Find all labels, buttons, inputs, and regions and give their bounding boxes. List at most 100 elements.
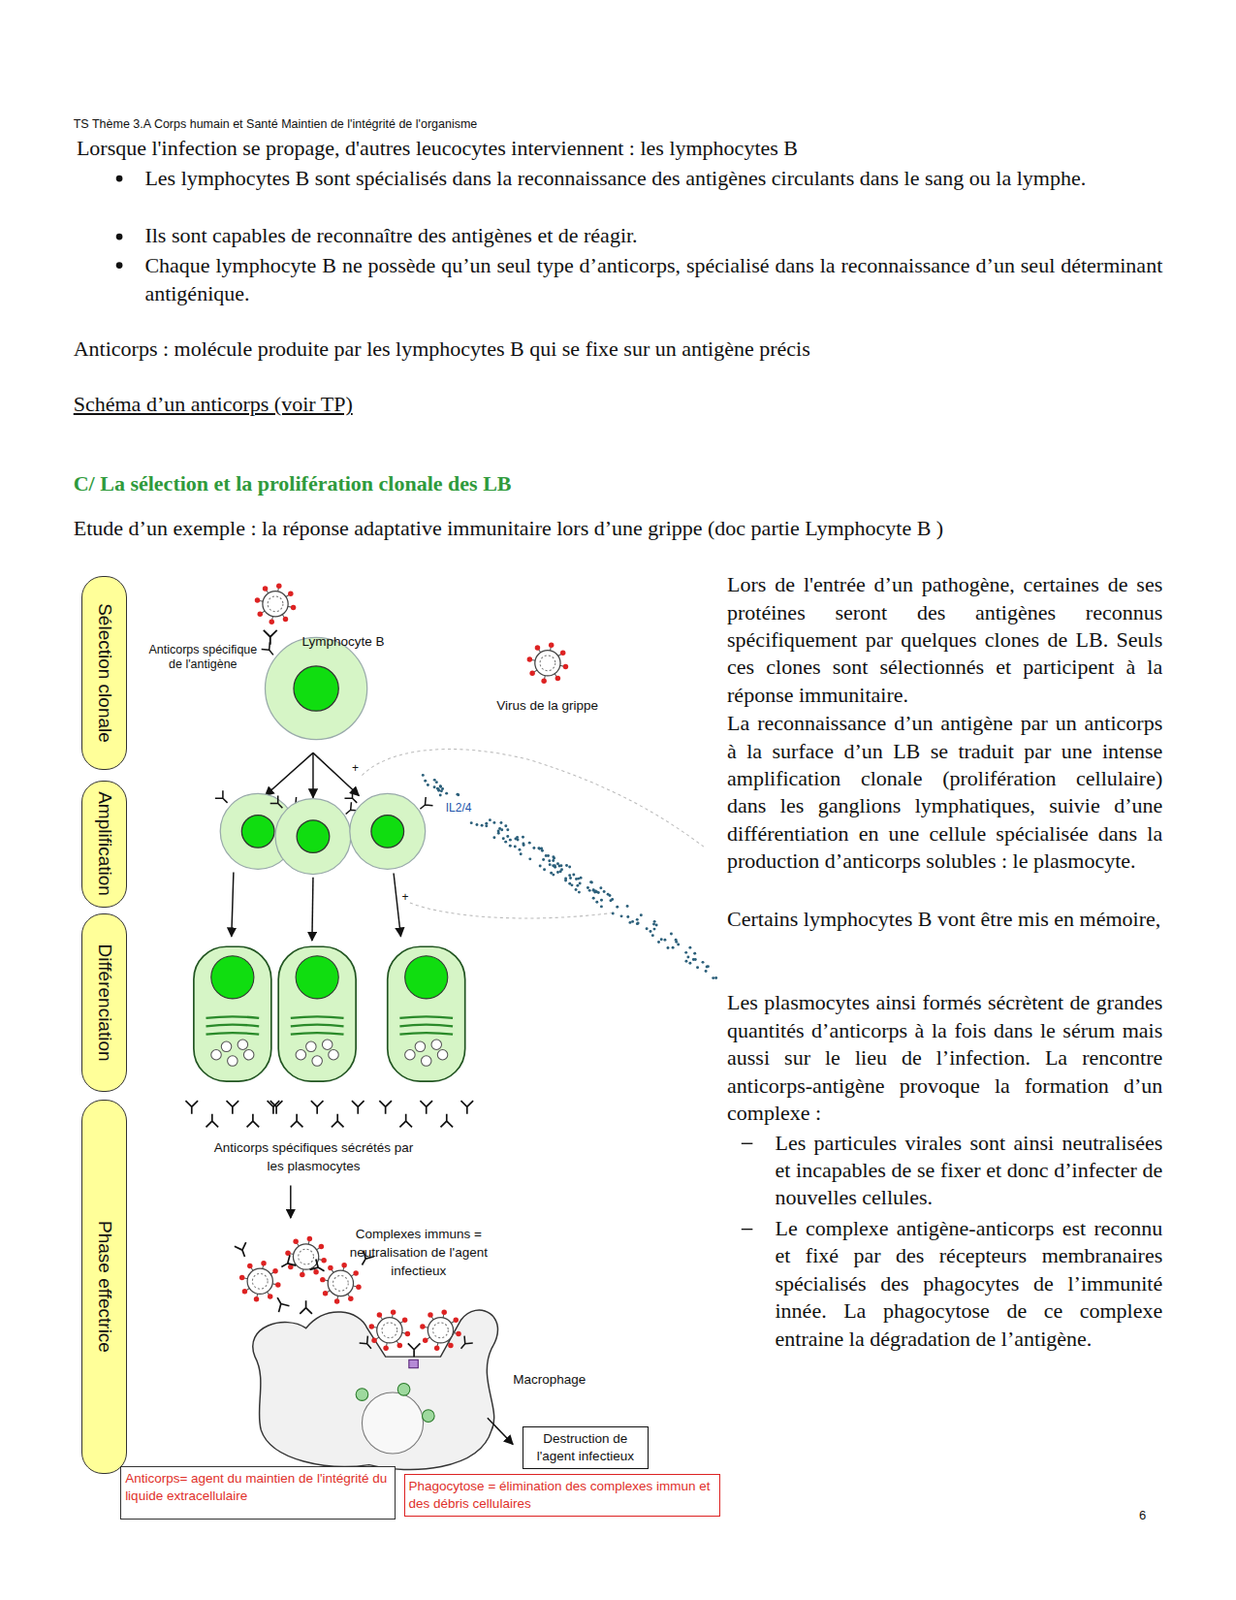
arrow [312, 877, 314, 941]
phase-band: Amplification [81, 780, 127, 908]
reticulum [290, 1032, 345, 1035]
cytokine-dot [574, 877, 578, 881]
arrow [487, 1417, 513, 1444]
phase-name: Différenciation [94, 943, 116, 1061]
cytokine-dot [571, 872, 575, 876]
cytokine-dot [497, 828, 501, 832]
cytokine-dot [686, 954, 690, 958]
cytokine-dot [444, 792, 448, 795]
figure-label: Anticorps spécifique de l'antigène [142, 642, 263, 672]
vesicle [420, 1055, 432, 1067]
antibody [440, 1113, 453, 1128]
antibody [331, 1113, 345, 1128]
antibody [310, 1258, 328, 1276]
cytokine-dot [522, 843, 526, 847]
cytokine-dot [589, 880, 593, 884]
cytokine-dot [592, 896, 596, 900]
cytokine-dot [657, 940, 661, 944]
cytokine-dot [480, 824, 484, 827]
cytokine-dot [701, 960, 705, 964]
cytokine-dot [504, 824, 508, 827]
bullet [116, 233, 124, 241]
antibody [270, 1100, 284, 1114]
nucleus [405, 955, 448, 999]
cytokine-dot [694, 957, 698, 961]
paragraph: Les plasmocytes ainsi formés sécrètent d… [727, 988, 1163, 1127]
antibody [278, 1254, 296, 1272]
phase-name: Sélection clonale [94, 602, 116, 743]
cytokine-dot [455, 792, 459, 796]
cytokine-dot [635, 921, 639, 925]
cytokine-dot [600, 904, 603, 908]
cytokine-dot [579, 876, 583, 880]
virus [254, 582, 297, 625]
virus [239, 1260, 282, 1302]
reticulum [399, 1032, 453, 1035]
vesicle [243, 1048, 254, 1060]
cytokine-dot [651, 933, 655, 937]
nucleus [361, 1392, 423, 1454]
cytokine-dot [439, 784, 443, 788]
vesicle [237, 1039, 249, 1050]
vesicle [312, 1055, 323, 1067]
cytokine-dot [549, 871, 553, 875]
antibody [344, 790, 361, 807]
arrow [312, 752, 314, 797]
virus [527, 641, 570, 684]
cytokine-dot [435, 780, 439, 784]
cytokine-dot [609, 898, 613, 902]
cytokine-dot [433, 785, 437, 789]
cytokine-dot [652, 922, 656, 926]
bullet [116, 261, 124, 269]
antibody [460, 1100, 474, 1114]
cytokine-dot [655, 923, 659, 927]
cytokine-dot [714, 976, 718, 980]
vesicle [221, 1041, 232, 1052]
cytokine-dot [548, 862, 552, 866]
virus [285, 1236, 327, 1278]
vesicle [211, 1048, 222, 1060]
lymphocyte [265, 636, 368, 739]
phagosome [397, 1382, 411, 1395]
cytokine-dot [484, 824, 488, 827]
cytokine-dot [626, 915, 630, 919]
cytokine-dot [539, 846, 543, 850]
cytokine-dot [636, 920, 640, 924]
cytokine-dot [631, 919, 634, 923]
cytokine-dot [475, 823, 478, 826]
cytokine-dot [568, 882, 571, 886]
cytokine-dot [546, 854, 550, 857]
cytokine-dot [488, 818, 492, 822]
cytokine-dot [506, 827, 509, 831]
plasmocyte [387, 946, 466, 1081]
cytokine-dot [568, 865, 571, 869]
cytokine-dot [516, 837, 520, 841]
reticulum [290, 1015, 345, 1018]
antibody [272, 1294, 290, 1312]
note-box: Anticorps= agent du maintien de l'intégr… [120, 1465, 396, 1521]
antibody [311, 1100, 324, 1114]
figure-label: Anticorps spécifiques sécrétés par les p… [203, 1138, 423, 1175]
cytokine-dot [513, 845, 517, 849]
section-heading: C/ La sélection et la prolifération clon… [73, 471, 512, 497]
cytokine-dot [492, 821, 496, 824]
reticulum [399, 1024, 453, 1027]
cytokine-dot [542, 867, 546, 871]
signal-arc [410, 902, 612, 919]
arrow [289, 1184, 291, 1218]
cytokine-dot [484, 822, 488, 825]
cytokine-dot [568, 873, 571, 877]
cytokine-dot [556, 870, 560, 874]
cytokine-dot [620, 914, 624, 918]
cytokine-dot [574, 887, 578, 891]
cytokine-dot [653, 927, 657, 931]
cytokine-dot [441, 787, 444, 791]
phase-band: Différenciation [81, 913, 127, 1092]
vesicle [227, 1055, 239, 1067]
nucleus [293, 665, 339, 711]
vesicle [306, 1041, 317, 1052]
cytokine-dot [519, 852, 523, 856]
cytokine-dot [577, 890, 581, 894]
lymphocyte [275, 798, 351, 875]
antibody [270, 794, 287, 812]
